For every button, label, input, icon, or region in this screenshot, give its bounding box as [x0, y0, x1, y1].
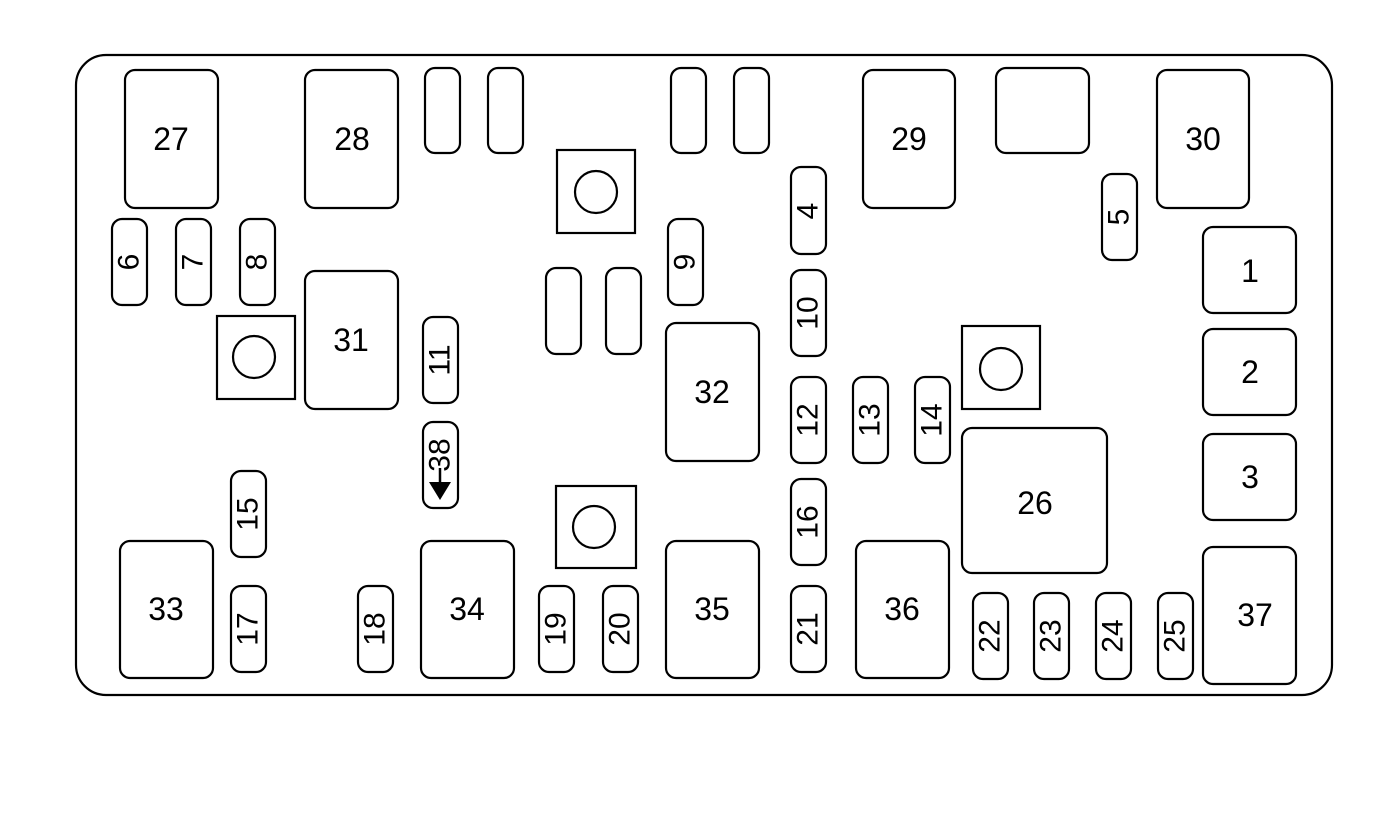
fuse-17 [229, 584, 268, 674]
relay-32 [664, 321, 761, 463]
relay-34-label: 34 [449, 591, 485, 627]
empty-fuse-slot [486, 66, 525, 155]
relay-35-label: 35 [694, 591, 730, 627]
fuse-25-label: 25 [1159, 619, 1192, 652]
relay-34 [419, 539, 516, 680]
relay-27-label: 27 [153, 121, 189, 157]
fuse-15-label: 15 [232, 497, 265, 530]
relay-26 [960, 426, 1109, 575]
fuse-22 [971, 591, 1010, 681]
relay-31-label: 31 [333, 322, 369, 358]
fuse-8-label: 8 [241, 254, 274, 271]
fuse-7-label: 7 [177, 254, 210, 271]
fuse-19-label: 19 [540, 612, 573, 645]
empty-fuse-slot [604, 266, 643, 356]
fuse-19 [537, 584, 576, 674]
fuse-10 [789, 268, 828, 358]
fuse-38-arrow-icon [429, 468, 451, 500]
relay-3-label: 3 [1241, 459, 1259, 495]
fuse-24-label: 24 [1097, 619, 1130, 652]
empty-fuse-slot [669, 66, 708, 155]
mounting-bolt-icon [573, 169, 619, 215]
fuse-24 [1094, 591, 1133, 681]
relay-35 [664, 539, 761, 680]
fuse-16-label: 16 [792, 505, 825, 538]
mounting-bolt-icon [978, 346, 1024, 392]
fuse-20 [601, 584, 640, 674]
fuse-17-label: 17 [232, 612, 265, 645]
fuse-9 [666, 217, 705, 307]
fuse-14-label: 14 [916, 403, 949, 436]
fuse-23 [1032, 591, 1071, 681]
empty-fuse-slot [732, 66, 771, 155]
mounting-bolt-icon [571, 504, 617, 550]
relay-1-label: 1 [1241, 253, 1259, 289]
empty-fuse-slot [423, 66, 462, 155]
relay-2 [1201, 327, 1298, 417]
fuse-11-label: 11 [424, 344, 457, 375]
fuse-25 [1156, 591, 1195, 681]
relay-29 [861, 68, 957, 210]
fuse-12-label: 12 [792, 403, 825, 436]
relay-28-label: 28 [334, 121, 370, 157]
relay-36-label: 36 [884, 591, 920, 627]
fuse-4-label: 4 [792, 203, 825, 220]
fuse-14 [913, 375, 952, 465]
fuse-9-label: 9 [669, 254, 702, 271]
relay-36 [854, 539, 951, 680]
relay-33-label: 33 [148, 591, 184, 627]
fuse-6 [110, 217, 149, 307]
fuse-23-label: 23 [1035, 619, 1068, 652]
mounting-bolt-icon [231, 334, 277, 380]
relay-32-label: 32 [694, 374, 730, 410]
fuse-22-label: 22 [974, 619, 1007, 652]
relay-3 [1201, 432, 1298, 522]
relay-26-label: 26 [1017, 485, 1053, 521]
relay-37 [1201, 545, 1298, 686]
fuse-21-label: 21 [792, 612, 825, 645]
fuse-20-label: 20 [604, 612, 637, 645]
relay-37-label: 37 [1237, 597, 1273, 633]
relay-28 [303, 68, 400, 210]
fuse-38-label: 38 [424, 438, 457, 471]
relay-1 [1201, 225, 1298, 315]
fuse-21 [789, 584, 828, 674]
fuse-13 [851, 375, 890, 465]
fuse-5-label: 5 [1103, 209, 1136, 226]
fuse-6-label: 6 [113, 254, 146, 271]
fuse-5 [1100, 172, 1139, 262]
fuse-10-label: 10 [792, 296, 825, 329]
relay-27 [123, 68, 220, 210]
relay-30-label: 30 [1185, 121, 1221, 157]
fuse-15 [229, 469, 268, 559]
relay-31 [303, 269, 400, 411]
relay-30 [1155, 68, 1251, 210]
relay-2-label: 2 [1241, 354, 1259, 390]
fuse-18 [356, 584, 395, 674]
empty-fuse-slot [544, 266, 583, 356]
empty-relay-slot [994, 66, 1091, 155]
fuse-8 [238, 217, 277, 307]
fuse-18-label: 18 [359, 612, 392, 645]
fuse-12 [789, 375, 828, 465]
fuse-7 [174, 217, 213, 307]
fuse-16 [789, 477, 828, 567]
fuse-13-label: 13 [854, 403, 887, 436]
fuse-11 [421, 315, 460, 405]
relay-29-label: 29 [891, 121, 927, 157]
relay-33 [118, 539, 215, 680]
fuse-4 [789, 165, 828, 256]
